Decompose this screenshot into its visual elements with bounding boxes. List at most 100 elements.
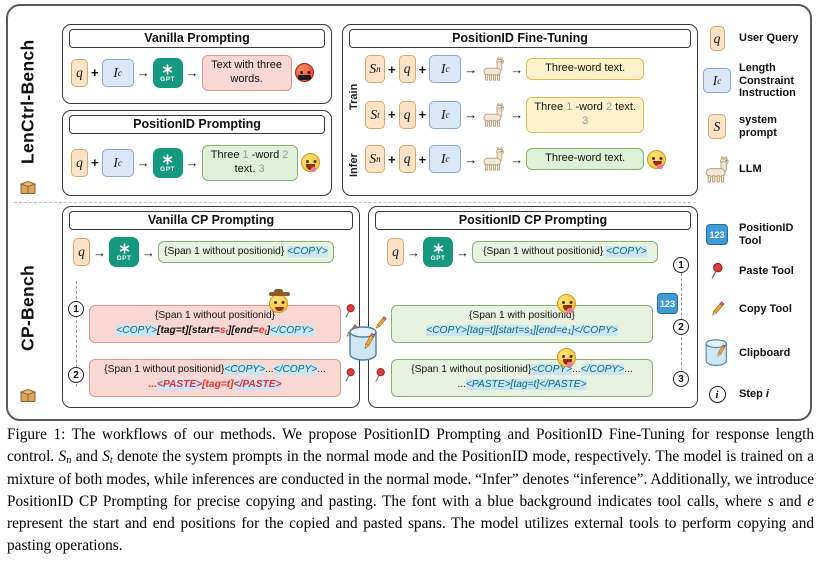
package-icon: [20, 180, 36, 195]
tongue: [310, 167, 317, 173]
paste-result-box: {Span 1 without positionid}<COPY>...</CO…: [391, 359, 653, 397]
arrow-icon: →: [456, 244, 469, 260]
generation-output-box: {Span 1 without positionid} <COPY>: [472, 240, 658, 264]
arrow-icon: →: [136, 155, 150, 171]
gpt-icon: GPT: [152, 57, 183, 88]
arrow-icon: →: [510, 151, 524, 167]
user-query-token: q: [71, 148, 88, 177]
legend-item-copy-tool: Copy Tool: [700, 300, 812, 318]
paste-result-box: {Span 1 without positionid}<COPY>...</CO…: [89, 359, 341, 397]
yum-face-icon: [300, 153, 320, 173]
output-box: Three 1 -word 2 text. 3: [526, 97, 645, 133]
gpt-icon: GPT: [423, 237, 453, 267]
arrow-icon: →: [185, 155, 199, 171]
plus-operator: +: [91, 155, 99, 171]
step-1-badge: 1: [673, 257, 689, 273]
user-query-token: q: [700, 26, 734, 51]
hat: [268, 288, 290, 296]
tongue: [567, 308, 573, 313]
paste-tool-icon: [700, 262, 734, 281]
flow-connector: [76, 281, 77, 387]
user-query-token: q: [71, 58, 88, 87]
yum-face-icon: [647, 149, 667, 169]
user-query-token: q: [387, 238, 404, 266]
output-box: Three-word text.: [526, 58, 645, 80]
arrow-icon: →: [142, 244, 155, 260]
step-3-badge: 3: [673, 371, 689, 387]
plus-operator: +: [418, 151, 427, 167]
output-box: Three-word text.: [526, 148, 645, 170]
llama-icon: [700, 156, 734, 183]
positionid-tool-icon: 123: [700, 224, 734, 246]
user-query-token: q: [73, 238, 90, 266]
system-prompt-token: S: [700, 114, 734, 140]
user-query-token: q: [398, 55, 416, 83]
arrow-icon: →: [464, 107, 478, 123]
arrow-icon: →: [185, 65, 199, 81]
llama-icon: [480, 147, 507, 171]
gpt-icon: GPT: [109, 237, 139, 267]
arrow-icon: →: [136, 65, 150, 81]
panel-title: PositionID Prompting: [69, 115, 325, 134]
paste-tool-icon: [344, 367, 356, 384]
panel-title: Vanilla CP Prompting: [69, 211, 353, 230]
paste-tool-icon: [374, 367, 386, 384]
package-icon: [20, 388, 36, 403]
legend-label: Step i: [739, 388, 769, 401]
figure-caption: Figure 1: The workflows of our methods. …: [7, 426, 814, 555]
legend-item-clipboard: Clipboard: [700, 336, 812, 370]
positionid-tool-icon: 123: [657, 293, 679, 314]
cowboy-face-icon: [268, 288, 290, 313]
gpt-icon: GPT: [152, 147, 183, 178]
plus-operator: +: [388, 151, 396, 167]
copy-tool-icon: [700, 300, 734, 318]
copy-result-box: {Span 1 with positionid} <COPY>[tag=t][s…: [391, 305, 653, 343]
workflow-row: q → GPT → {Span 1 without positionid} <C…: [387, 237, 658, 267]
panel-vanilla-cp-prompting: Vanilla CP Prompting q → GPT → {Span 1 w…: [62, 206, 360, 408]
mode-label-infer: Infer: [348, 153, 360, 177]
legend-item-llm: LLM: [700, 156, 812, 183]
generation-output-box: {Span 1 without positionid} <COPY>: [158, 240, 334, 264]
tongue: [567, 362, 573, 367]
plus-operator: +: [388, 61, 396, 77]
plus-operator: +: [91, 65, 99, 81]
legend-item-positionid-tool: 123 PositionID Tool: [700, 222, 812, 247]
tongue: [657, 163, 663, 169]
panel-title: PositionID Fine-Tuning: [349, 29, 691, 48]
arrow-icon: →: [93, 244, 106, 260]
legend-item-step: i Step i: [700, 386, 812, 403]
clipboard-icon: [346, 322, 382, 366]
output-box: Three 1 -word 2 text. 3: [201, 145, 298, 181]
legend-item-user-query: q User Query: [700, 26, 812, 51]
step-2-badge: 2: [68, 367, 84, 383]
legend-item-paste-tool: Paste Tool: [700, 262, 812, 281]
mode-label-train: Train: [348, 83, 360, 111]
arrow-icon: →: [510, 61, 524, 77]
arrow-icon: →: [464, 61, 478, 77]
user-query-token: q: [398, 100, 416, 129]
yum-face-icon: [557, 348, 576, 367]
plus-operator: +: [418, 107, 427, 123]
llama-icon: [480, 103, 507, 127]
panel-positionid-cp-prompting: PositionID CP Prompting q → GPT → {Span …: [368, 206, 698, 408]
copy-result-box: {Span 1 without positionid} <COPY>[tag=t…: [89, 305, 341, 343]
bench-label-cp: CP-Bench: [17, 264, 38, 352]
llama-icon: [480, 57, 507, 81]
bench-divider: [14, 202, 696, 203]
